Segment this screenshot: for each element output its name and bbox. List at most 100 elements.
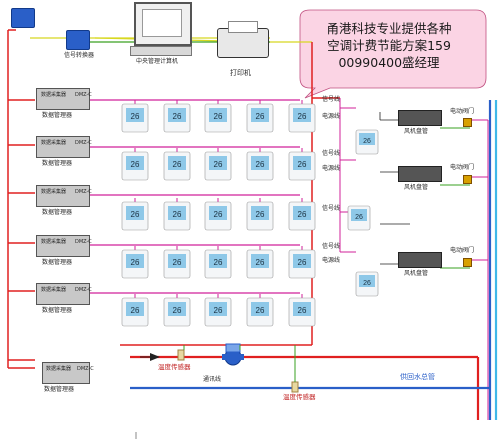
- data-manager-title: 数据采集器: [41, 92, 67, 98]
- temp-sensor-return: [291, 381, 299, 393]
- fan-coil-unit-2: [398, 166, 442, 182]
- thermostat: 26: [288, 148, 316, 181]
- valve-label-3: 电动阀门: [450, 247, 475, 254]
- thermostat-display: 26: [256, 258, 265, 267]
- data-manager-subtitle: DMZ-C: [75, 92, 92, 98]
- power-line-label-1: 电源线: [322, 113, 341, 120]
- thermostat-display: 26: [214, 306, 223, 315]
- fan-coil-thermostat: 26: [347, 205, 371, 231]
- temp-sensor-label-supply: 温度传感器: [158, 363, 191, 371]
- data-manager-label: 数据管理器: [42, 307, 73, 314]
- comm-line: [183, 345, 296, 382]
- data-manager-label: 数据管理器: [42, 112, 73, 119]
- thermostat: 26: [121, 198, 149, 231]
- thermostat-display: 26: [256, 306, 265, 315]
- fan-coil-label-2: 风机盘管: [404, 184, 429, 191]
- data-manager-subtitle: DMZ-C: [75, 140, 92, 146]
- bottom-collector-label: 数据管理器: [44, 386, 75, 393]
- power-line-label-4: 电源线: [322, 257, 341, 264]
- fan-coil-thermostat-display: 26: [363, 280, 371, 287]
- thermostat: 26: [246, 100, 274, 133]
- thermostat-display: 26: [173, 210, 182, 219]
- thermostat-display: 26: [256, 210, 265, 219]
- data-manager-1: 数据采集器 DMZ-C: [36, 88, 92, 110]
- thermostat: 26: [288, 100, 316, 133]
- data-manager-subtitle: DMZ-C: [75, 189, 92, 195]
- thermostat-display: 26: [173, 112, 182, 121]
- thermostat: 26: [163, 246, 191, 279]
- thermostat-display: 26: [298, 112, 307, 121]
- thermostat-display: 26: [298, 210, 307, 219]
- thermostat-display: 26: [131, 160, 140, 169]
- thermostat: 26: [204, 198, 232, 231]
- thermostat: 26: [163, 148, 191, 181]
- signal-converter-icon: [66, 30, 90, 50]
- fan-coil-thermostat-display: 26: [355, 214, 363, 221]
- data-manager-title: 数据采集器: [41, 239, 67, 245]
- callout-line-1: 甬港科技专业提供各种: [326, 21, 452, 36]
- thermostat-display: 26: [173, 160, 182, 169]
- fan-coil-lines: [339, 98, 356, 253]
- power-line-label-2: 电源线: [322, 165, 341, 172]
- signal-line-label-1: 信号线: [322, 96, 341, 103]
- thermostat-display: 26: [298, 306, 307, 315]
- thermostat: 26: [121, 294, 149, 327]
- thermostat-display: 26: [131, 210, 140, 219]
- data-manager-label: 数据管理器: [42, 160, 73, 167]
- computer-monitor: [134, 2, 192, 46]
- callout-line-2: 空调计费节能方案159: [327, 38, 451, 53]
- data-manager-label: 数据管理器: [42, 259, 73, 266]
- red-right-bus: [120, 42, 340, 346]
- thermostat-display: 26: [131, 258, 140, 267]
- callout-line-3: 00990400盛经理: [338, 55, 440, 70]
- signal-line-label-4: 信号线: [322, 243, 341, 250]
- thermostat: 26: [246, 294, 274, 327]
- signal-converter-label: 信号转换器: [64, 52, 95, 59]
- printer-label: 打印机: [230, 69, 251, 77]
- valve-icon-2: [463, 175, 472, 184]
- right-magenta-valves: [470, 119, 489, 420]
- fan-coil-label-3: 风机盘管: [404, 270, 429, 277]
- thermostat-grid: 26 26 26 26 26 26 26 26 26 26 26 26 26 26 26 26 26 26 26 26…: [121, 100, 316, 327]
- callout-text: 甬港科技专业提供各种 空调计费节能方案159 00990400盛经理: [301, 20, 477, 71]
- printer-icon: [217, 21, 269, 58]
- central-computer-label: 中央管理计算机: [136, 58, 179, 65]
- pipe-arrow: [140, 353, 160, 361]
- thermostat-display: 26: [131, 112, 140, 121]
- fan-coil-thermostat-display: 26: [363, 138, 371, 145]
- data-manager-title: 数据采集器: [41, 189, 67, 195]
- data-manager-subtitle: DMZ-C: [75, 239, 92, 245]
- thermostat-display: 26: [173, 258, 182, 267]
- thermostat-display: 26: [131, 306, 140, 315]
- thermostat: 26: [163, 198, 191, 231]
- bottom-collector-subtitle: DMZ-C: [77, 366, 94, 372]
- thermostat: 26: [204, 100, 232, 133]
- thermostat-display: 26: [214, 210, 223, 219]
- valve-icon-1: [463, 118, 472, 127]
- thermostat: 26: [121, 148, 149, 181]
- temp-sensor-supply: [177, 349, 185, 361]
- data-manager-title: 数据采集器: [41, 287, 67, 293]
- callout-bubble: [299, 9, 487, 99]
- thermostat: 26: [121, 246, 149, 279]
- temp-sensor-label-return: 温度传感器: [283, 393, 316, 401]
- thermostat-display: 26: [214, 258, 223, 267]
- bottom-data-collector: 数据采集器 DMZ-C: [42, 362, 94, 384]
- comm-line-label: 通讯线: [203, 376, 222, 383]
- thermostat: 26: [163, 294, 191, 327]
- thermostat: 26: [204, 148, 232, 181]
- thermostat-display: 26: [298, 160, 307, 169]
- fan-coil-unit-1: [398, 110, 442, 126]
- thermostat: 26: [288, 198, 316, 231]
- magenta-lines: [88, 99, 300, 294]
- computer-keyboard: [130, 46, 192, 56]
- fan-coil-thermostat: 26: [355, 271, 379, 297]
- thermostat: 26: [246, 148, 274, 181]
- fan-coil-unit-3: [398, 252, 442, 268]
- thermostat: 26: [246, 198, 274, 231]
- valve-label-2: 电动阀门: [450, 164, 475, 171]
- valve-icon-3: [463, 258, 472, 267]
- thermostat: 26: [288, 294, 316, 327]
